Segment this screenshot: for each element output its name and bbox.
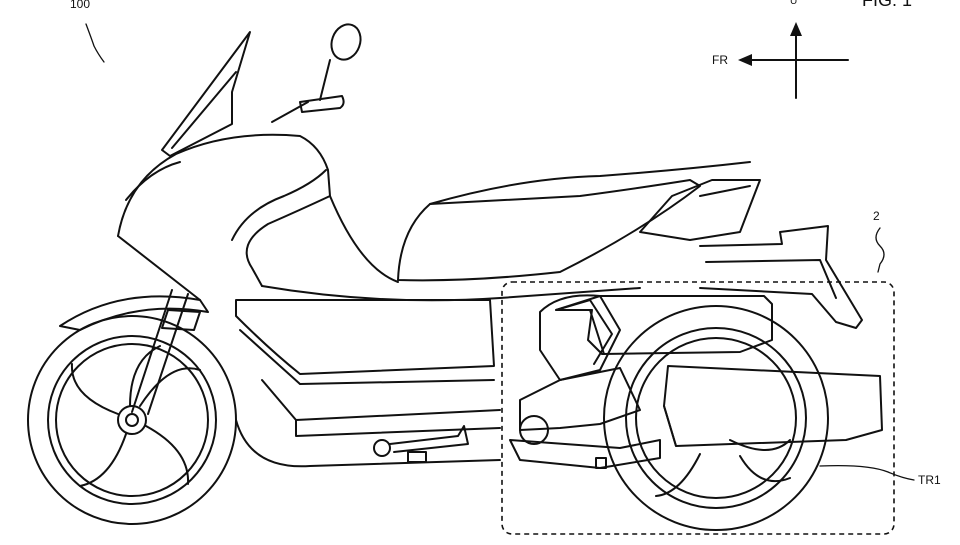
compass-up-arrowhead [790, 22, 802, 36]
engine-block [539, 294, 621, 381]
air-cleaner-box [555, 295, 773, 355]
front-fender [59, 295, 209, 331]
front-rim [55, 343, 209, 497]
cowl-lower-edge [117, 235, 201, 301]
cowl-line [125, 161, 181, 201]
ref-2-leader [875, 227, 885, 273]
front-spokes [70, 345, 201, 487]
rear-tire-inner [625, 327, 807, 509]
body-lower-line [261, 285, 641, 302]
fork-clamp [161, 309, 201, 331]
windscreen-edge [171, 71, 237, 149]
footpeg [373, 439, 391, 457]
front-axle [125, 413, 139, 427]
ref-2-label: 2 [873, 209, 880, 223]
compass-front-label: FR [712, 53, 728, 67]
side-panel-bottom [295, 419, 501, 437]
body-mid-line [329, 195, 399, 283]
rear-rim [635, 337, 797, 499]
front-fork [131, 289, 189, 415]
air-cleaner-edge [589, 309, 605, 355]
stand-mount [407, 451, 427, 463]
crankcase-cover [519, 415, 549, 445]
muffler-edge [663, 405, 677, 447]
kickstand [389, 425, 469, 453]
floorboard [235, 299, 495, 375]
rear-fender [699, 225, 863, 329]
compass-up-label: U [790, 0, 797, 7]
mirror-stem [319, 59, 331, 101]
compass-front-arrowhead [738, 54, 752, 66]
dashed-region-2 [501, 281, 895, 535]
rear-fender-line [705, 259, 837, 299]
ref-100-label: 100 [70, 0, 90, 11]
leg-shield-line [231, 169, 327, 241]
swingarm [509, 439, 661, 469]
front-tire-outer [27, 315, 237, 525]
rear-tire-outer [603, 305, 829, 531]
floorboard-lower [239, 329, 495, 385]
mirror-head [330, 23, 362, 61]
muffler-box [663, 365, 883, 447]
front-hub [117, 405, 147, 435]
windscreen [161, 31, 251, 157]
handlebar-grip [299, 95, 345, 113]
figure-label: FIG. 1 [862, 0, 912, 10]
handlebar-stem [271, 101, 309, 123]
undercarriage [235, 419, 501, 468]
seat [397, 179, 701, 282]
tail-light-housing [639, 179, 761, 241]
side-panel [261, 379, 501, 421]
tail-light-line [699, 185, 751, 197]
rear-body-top [429, 161, 751, 205]
rear-spokes [655, 439, 791, 497]
crankcase [519, 367, 641, 431]
ref-tr1-leader [819, 464, 915, 481]
front-cowl [117, 133, 331, 287]
direction-compass: FR U [712, 0, 849, 99]
ref-tr1-label: TR1 [918, 473, 941, 487]
rear-wheel [603, 305, 829, 531]
swingarm-bolt [595, 457, 607, 469]
front-tire-inner [47, 335, 217, 505]
ref-100-leader [85, 23, 105, 63]
front-wheel [27, 315, 237, 525]
